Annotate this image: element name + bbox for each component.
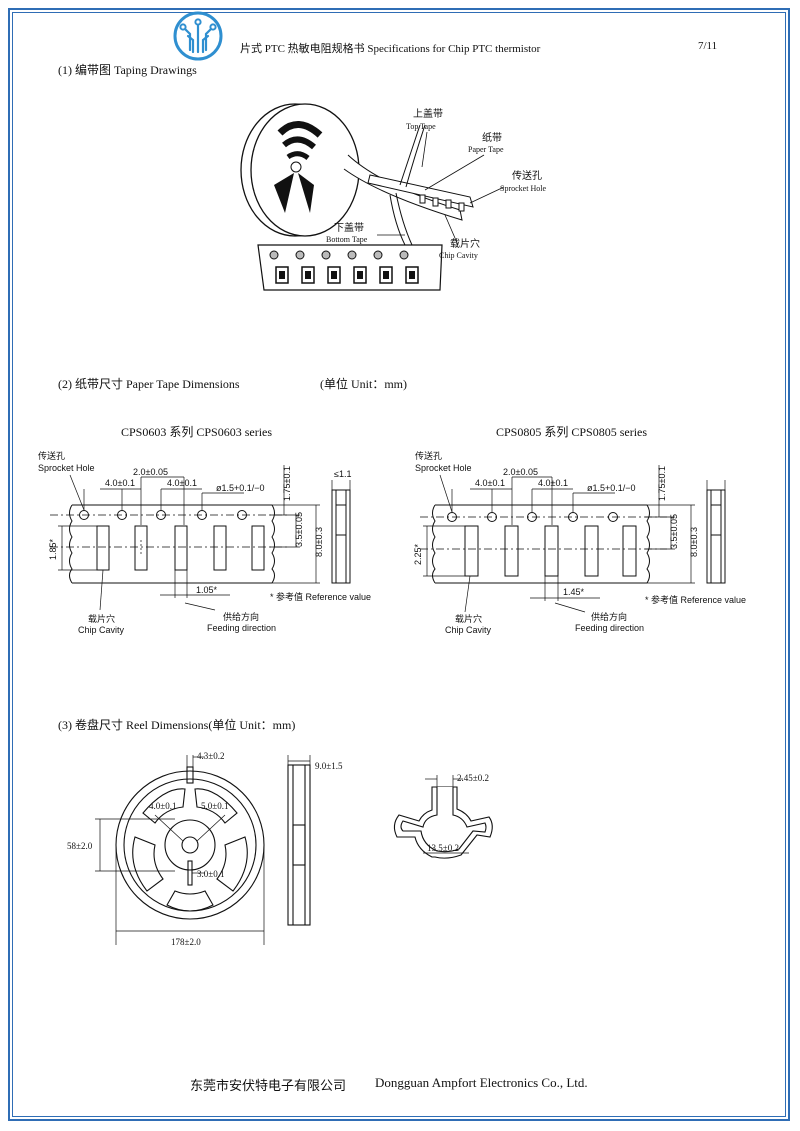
dim-pitch-top: 2.0±0.05 — [133, 467, 168, 477]
dim-hub-a: 4.0±0.1 — [149, 801, 176, 811]
dim-hub-c: 3.0±0.1 — [197, 869, 224, 879]
dim-pitch-b: 4.0±0.1 — [167, 478, 197, 488]
feed-label-cn: 供给方向 — [591, 611, 627, 622]
dim-reel-width: 9.0±1.5 — [315, 761, 343, 771]
section-paper-tape-title: (2) 纸带尺寸 Paper Tape Dimensions — [58, 377, 240, 391]
tape-diagram-0603: 传送孔 Sprocket Hole 2.0±0.05 4.0±0.1 4.0±0… — [38, 450, 371, 635]
dim-cavity-width: 1.85* — [48, 538, 58, 560]
dim-cavity-width: 2.25* — [413, 543, 423, 565]
dim-edge-distance: 1.75±0.1 — [657, 466, 667, 501]
dim-thickness: ≤1.1 — [334, 469, 351, 479]
dim-row-distance: 3.5±0.05 — [669, 514, 679, 549]
cavity-label-cn: 载片穴 — [88, 613, 115, 624]
section-taping-title: (1) 编带图 Taping Drawings — [58, 63, 197, 77]
footer-company-cn: 东莞市安伏特电子有限公司 — [190, 1078, 347, 1093]
reference-note: * 参考值 Reference value — [270, 591, 371, 602]
dim-slot-width: 4.3±0.2 — [197, 751, 224, 761]
dim-reel-diameter: 178±2.0 — [171, 937, 201, 947]
feed-label-cn: 供给方向 — [223, 611, 259, 622]
footer-company-en: Dongguan Ampfort Electronics Co., Ltd. — [375, 1075, 588, 1090]
label-top-tape-en: Top Tape — [406, 122, 436, 131]
header-title: 片式 PTC 热敏电阻规格书 Specifications for Chip P… — [240, 43, 541, 55]
label-chip-cavity-en: Chip Cavity — [439, 251, 478, 260]
cavity-label-cn: 载片穴 — [455, 613, 482, 624]
dim-pitch-top: 2.0±0.05 — [503, 467, 538, 477]
page-border-inner — [12, 12, 786, 1117]
reel-diagram: 4.3±0.2 4.0±0.1 5.0±0.1 3.0±0.1 58±2.0 1… — [67, 751, 343, 947]
dim-key-width: 2.45±0.2 — [457, 773, 489, 783]
label-chip-cavity-cn: 载片穴 — [450, 237, 480, 250]
taping-drawing: 上盖带 Top Tape 纸带 Paper Tape 传送孔 Sprocket … — [240, 103, 546, 291]
dim-key-diameter: 13.5±0.2 — [427, 843, 459, 853]
tape-diagram-0805: 传送孔 Sprocket Hole 2.0±0.05 4.0±0.1 4.0±0… — [413, 450, 746, 635]
dim-tape-width: 8.0±0.3 — [689, 527, 699, 557]
label-sprocket-cn: 传送孔 — [512, 169, 542, 182]
section-reel-title: (3) 卷盘尺寸 Reel Dimensions(单位 Unit：mm) — [58, 718, 296, 732]
reel-hub-key-diagram: 2.45±0.2 13.5±0.2 — [393, 773, 493, 859]
dim-pitch-b: 4.0±0.1 — [538, 478, 568, 488]
dim-cavity-length: 1.05* — [196, 585, 218, 595]
page-border — [8, 8, 790, 1121]
label-paper-tape-cn: 纸带 — [482, 131, 502, 144]
feed-label-en: Feeding direction — [207, 623, 276, 633]
dim-hub-b: 5.0±0.1 — [201, 801, 228, 811]
dim-pitch-a: 4.0±0.1 — [105, 478, 135, 488]
dim-tape-width: 8.0±0.3 — [314, 527, 324, 557]
section-paper-tape-unit: (单位 Unit：mm) — [320, 377, 407, 391]
page-number: 7/11 — [698, 40, 718, 52]
series-0805-title: CPS0805 系列 CPS0805 series — [496, 425, 648, 439]
reference-note: * 参考值 Reference value — [645, 594, 746, 605]
dim-hole-diameter: ø1.5+0.1/−0 — [216, 483, 265, 493]
dim-hub-diameter: 58±2.0 — [67, 841, 93, 851]
dim-edge-distance: 1.75±0.1 — [282, 466, 292, 501]
label-bottom-tape-en: Bottom Tape — [326, 235, 368, 244]
dim-hole-diameter: ø1.5+0.1/−0 — [587, 483, 636, 493]
sprocket-label-en: Sprocket Hole — [415, 463, 472, 473]
label-bottom-tape-cn: 下盖带 — [334, 221, 364, 234]
sprocket-label-cn: 传送孔 — [38, 450, 65, 461]
feed-label-en: Feeding direction — [575, 623, 644, 633]
label-paper-tape-en: Paper Tape — [468, 145, 504, 154]
dim-row-distance: 3.5±0.05 — [294, 512, 304, 547]
label-sprocket-en: Sprocket Hole — [500, 184, 546, 193]
company-logo-icon — [173, 11, 223, 61]
cavity-label-en: Chip Cavity — [445, 625, 492, 635]
series-0603-title: CPS0603 系列 CPS0603 series — [121, 425, 273, 439]
dim-pitch-a: 4.0±0.1 — [475, 478, 505, 488]
dim-cavity-length: 1.45* — [563, 587, 585, 597]
label-top-tape-cn: 上盖带 — [413, 107, 443, 120]
sprocket-label-cn: 传送孔 — [415, 450, 442, 461]
sprocket-label-en: Sprocket Hole — [38, 463, 95, 473]
cavity-label-en: Chip Cavity — [78, 625, 125, 635]
